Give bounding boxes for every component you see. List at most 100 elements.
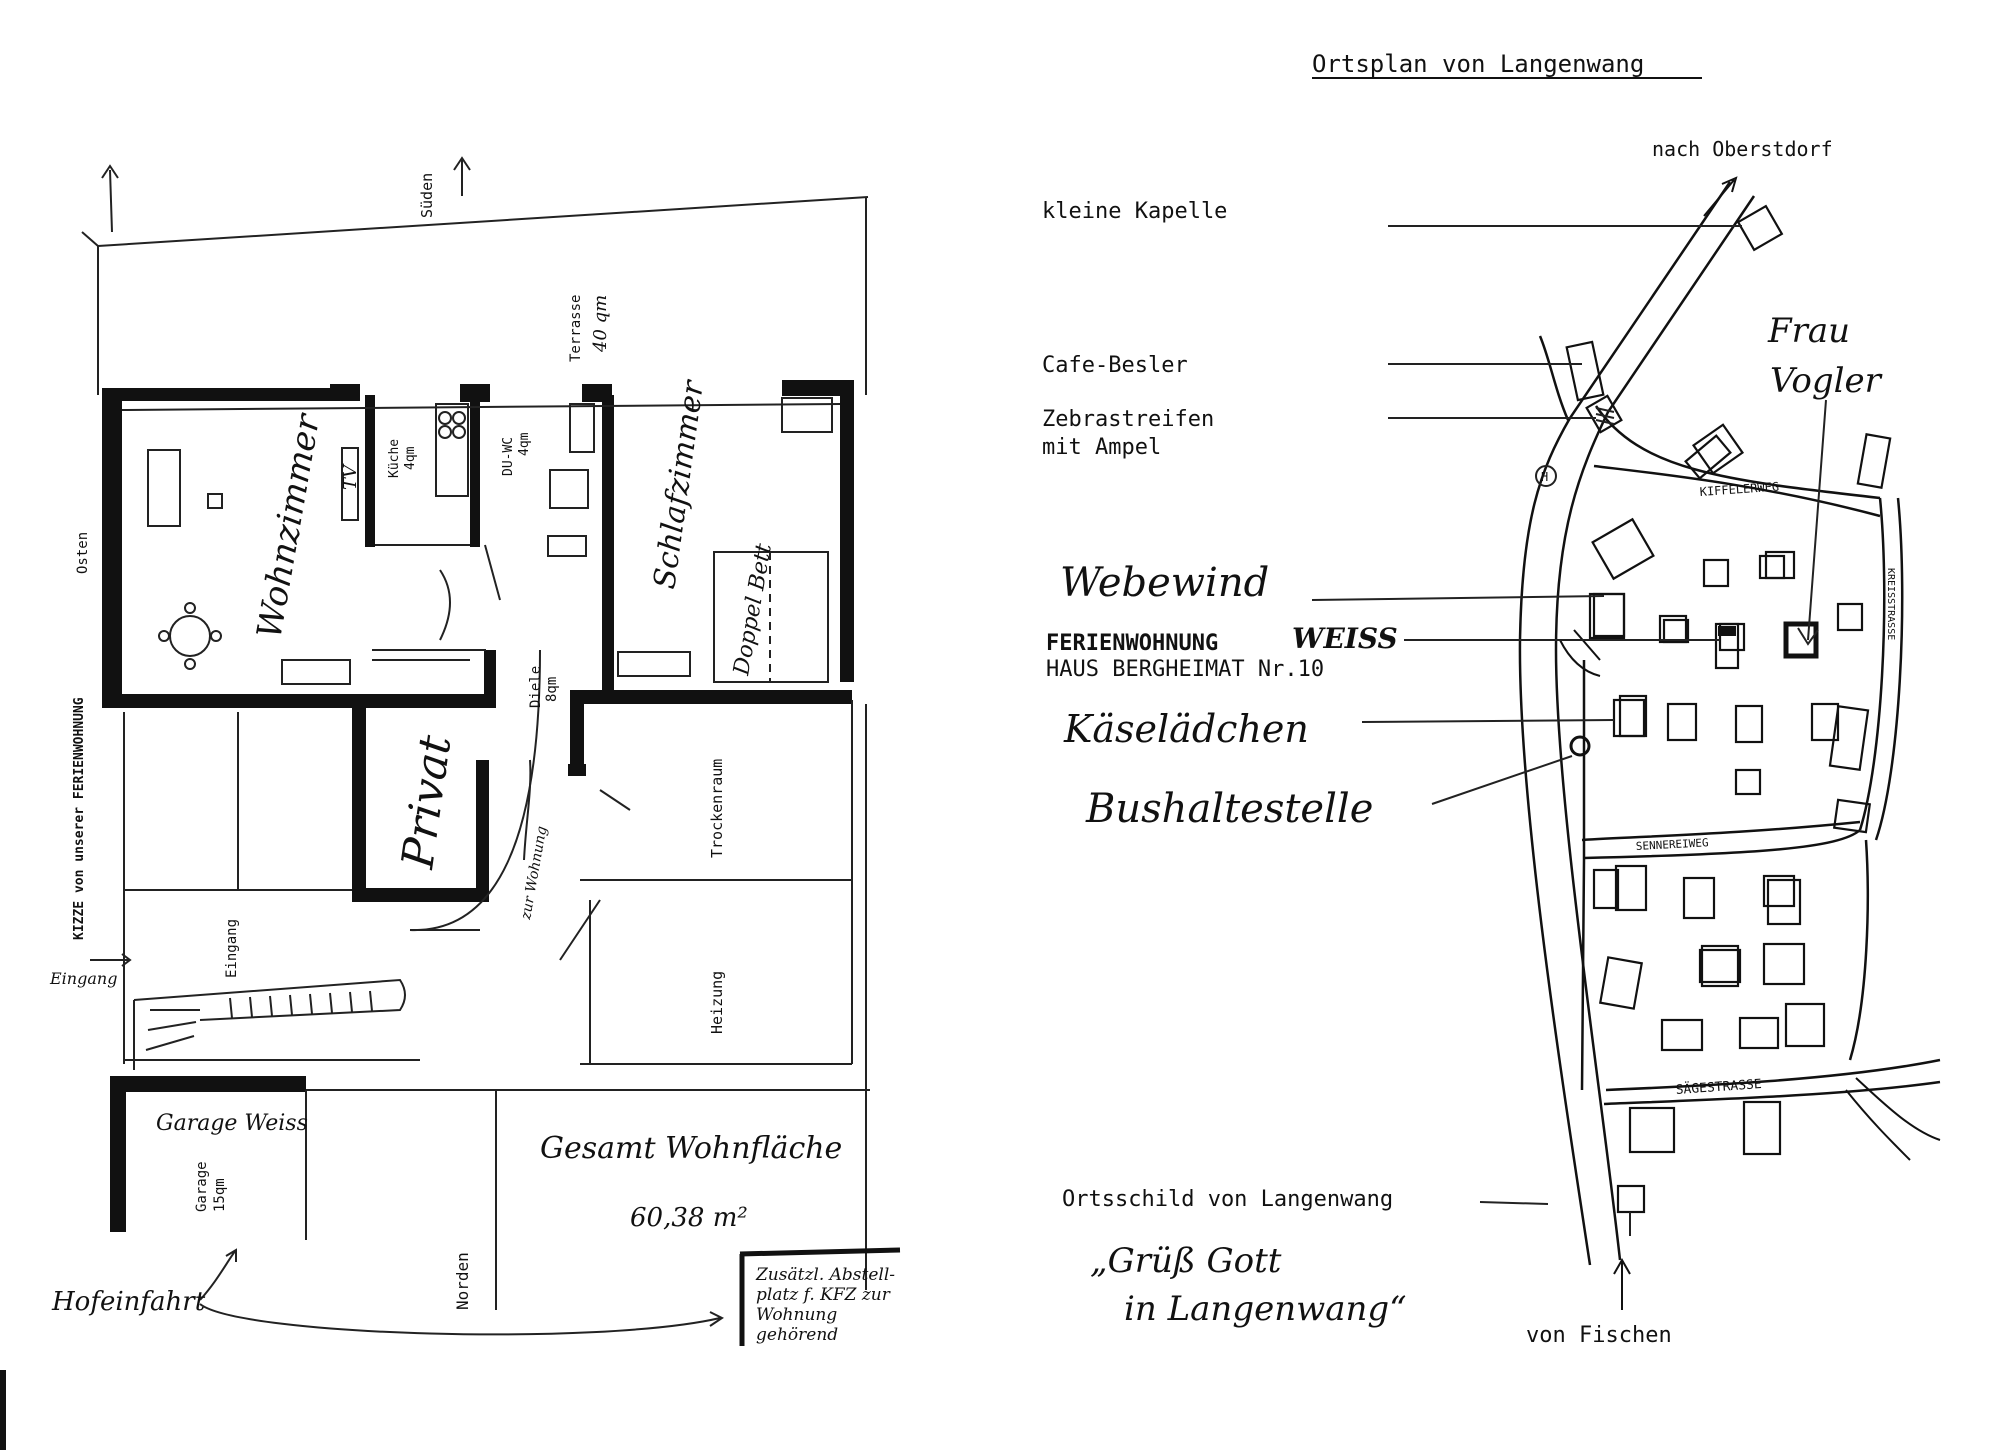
vogler-house (1783, 621, 1819, 659)
house (1784, 1002, 1826, 1048)
plan-arrows (90, 156, 724, 1336)
direction-east: Osten (75, 532, 91, 574)
direction-north: Norden (453, 1252, 472, 1310)
house (1762, 942, 1806, 986)
room-terrace: Terrasse (568, 295, 584, 362)
house (1588, 592, 1626, 640)
street-kiffelerweg: KIFFELERWEG (1699, 479, 1779, 499)
fixtures (435, 397, 833, 557)
street-kreisstrasse: KREISSTRASSE (1885, 568, 1896, 640)
hand-tv: TV (340, 463, 361, 490)
room-garage-area: 15qm (212, 1178, 228, 1212)
street-saegestrasse: SÄGESTRASSE (1675, 1076, 1762, 1098)
room-entrance: Eingang (224, 919, 240, 978)
house (1700, 944, 1740, 988)
house (1734, 768, 1762, 796)
house (1682, 876, 1716, 920)
house (1666, 702, 1698, 742)
house (1598, 956, 1644, 1010)
label-crossing-1: Zebrastreifen (1042, 407, 1214, 432)
house (1614, 864, 1648, 912)
note-box-frame (739, 1247, 901, 1346)
label-apartment-2: HAUS BERGHEIMAT Nr.10 (1046, 657, 1324, 682)
house (1832, 798, 1872, 834)
hand-weiss: WEISS (1292, 622, 1398, 655)
hand-vogler: Vogler (1770, 361, 1883, 401)
floor-plan (81, 156, 901, 1346)
house (1618, 694, 1648, 738)
house (1758, 554, 1786, 580)
terrace-outline (81, 196, 869, 395)
hand-private: Privat (392, 732, 461, 873)
room-shower-area: 4qm (517, 432, 532, 456)
house (1691, 423, 1745, 475)
hand-driveway: Hofeinfahrt (51, 1287, 206, 1317)
hand-bus-stop: Bushaltestelle (1085, 786, 1373, 832)
room-heating: Heizung (708, 971, 726, 1034)
hand-greeting-1: „Grüß Gott (1090, 1241, 1282, 1281)
hand-frau: Frau (1767, 311, 1850, 351)
house (1592, 868, 1620, 910)
note-line: Wohnung (756, 1305, 837, 1325)
stairs (133, 978, 406, 1070)
hand-bedroom: Schlafzimmer (647, 377, 711, 591)
house (1810, 702, 1840, 742)
house (1734, 704, 1764, 744)
house (1766, 878, 1802, 926)
room-terrace-area: 40 qm (590, 295, 611, 353)
house (1742, 1100, 1782, 1156)
house (1684, 434, 1732, 480)
room-garage: Garage (194, 1161, 210, 1212)
house (1856, 433, 1892, 489)
label-town-sign: Ortsschild von Langenwang (1062, 1187, 1393, 1212)
apartment-marker (1718, 626, 1736, 636)
house (1828, 704, 1870, 772)
room-hall: Diele (528, 666, 544, 708)
label-north-to: nach Oberstdorf (1652, 137, 1833, 161)
note-line: platz f. KFZ zur (756, 1285, 891, 1305)
note-box-text: Zusätzl. Abstell- platz f. KFZ zur Wohnu… (755, 1265, 895, 1345)
page-edge-mark (0, 1370, 6, 1450)
hand-to-apartment: zur Wohnung (518, 825, 550, 922)
house (1762, 874, 1796, 908)
note-line: gehörend (756, 1325, 838, 1345)
label-south-from: von Fischen (1526, 1323, 1672, 1348)
interior-lines (121, 403, 870, 1310)
room-drying: Trockenraum (708, 759, 726, 858)
hand-entrance-note: Eingang (49, 969, 117, 988)
bus-symbol: H (1541, 470, 1548, 484)
plan-title-vertical: KIZZE von unserer FERIENWOHNUNG (72, 697, 87, 940)
room-shower: DU-WC (501, 437, 516, 476)
label-cafe: Cafe-Besler (1042, 353, 1188, 378)
house (1662, 618, 1690, 644)
map-houses (1569, 423, 1892, 1156)
map-title: Ortsplan von Langenwang (1312, 50, 1644, 78)
house (1660, 1018, 1704, 1052)
hand-garage-weiss: Garage Weiss (156, 1111, 308, 1136)
label-crossing-2: mit Ampel (1042, 435, 1161, 460)
house (1738, 1016, 1780, 1050)
street-sennereiweg: SENNEREIWEG (1635, 836, 1708, 853)
hand-kaeseladen: Käselädchen (1063, 707, 1309, 751)
town-map: H (1518, 176, 1941, 1310)
label-chapel: kleine Kapelle (1042, 199, 1227, 224)
hand-living-room: Wohnzimmer (249, 410, 328, 642)
house (1628, 1106, 1676, 1154)
note-line: Zusätzl. Abstell- (755, 1265, 895, 1285)
hand-total-area: Gesamt Wohnfläche (540, 1131, 842, 1166)
exterior-walls (102, 380, 854, 1232)
label-apartment-1: FERIENWOHNUNG (1046, 631, 1218, 656)
room-kitchen: Küche (387, 439, 402, 478)
main-road (1518, 181, 1732, 1266)
bus-stop-marker (1569, 735, 1591, 757)
apartment-house (1714, 622, 1740, 670)
house (1698, 948, 1742, 984)
hand-total-area-value: 60,38 m² (630, 1203, 748, 1233)
hand-greeting-2: in Langenwang“ (1124, 1289, 1407, 1329)
main-road-edge (1554, 195, 1756, 1261)
house (1836, 602, 1864, 632)
house (1702, 558, 1730, 588)
house (1591, 517, 1655, 581)
